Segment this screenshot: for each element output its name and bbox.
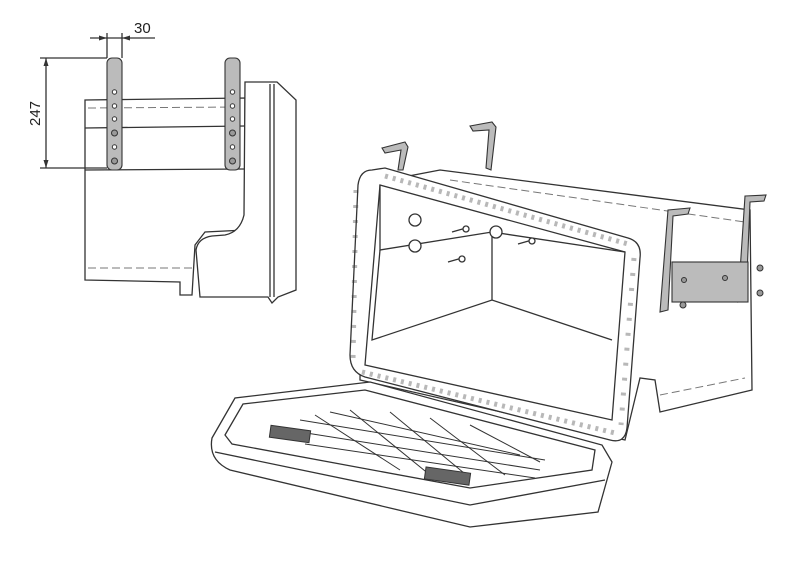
dimension-height: 247 (27, 57, 107, 169)
hidden-line (449, 179, 746, 223)
box-inner-opening (364, 184, 626, 421)
dimension-label-height: 247 (27, 101, 44, 126)
open-lid (210, 381, 613, 528)
mounting-bracket-side (659, 194, 767, 313)
dimension-width: 30 (90, 20, 155, 58)
perspective-view (210, 121, 767, 528)
inner-back-edge (379, 185, 626, 253)
mounting-bracket-left (106, 57, 123, 171)
side-view: 30 247 (27, 20, 297, 305)
lid-latch (423, 466, 472, 486)
lid-ribs (299, 409, 546, 479)
mounting-bracket-right (224, 57, 241, 171)
lid-latch (268, 424, 312, 444)
dimension-label-width: 30 (134, 20, 151, 37)
hidden-line (659, 377, 746, 396)
rim-ribs (350, 173, 637, 436)
inner-floor-edge (371, 249, 613, 341)
mounting-bolts (408, 213, 536, 263)
lid-side (195, 81, 297, 305)
mounting-bracket-top (381, 121, 497, 171)
